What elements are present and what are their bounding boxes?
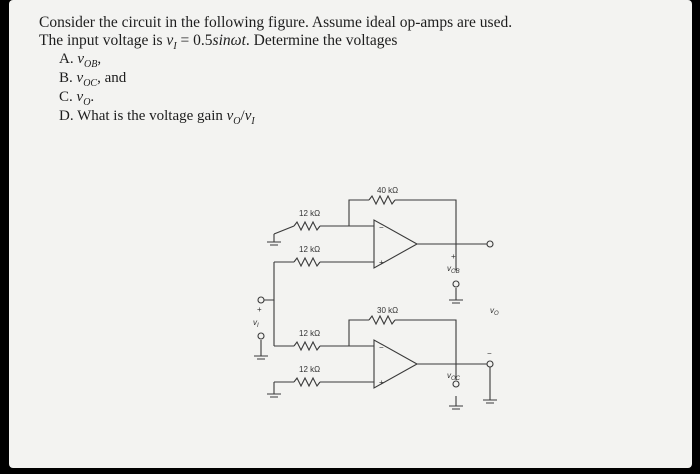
resistor-40k: [368, 194, 396, 206]
item-sub: OB: [84, 59, 98, 70]
vi-var: v: [253, 318, 258, 327]
vob-var: v: [447, 264, 452, 273]
opamp-bottom: [373, 339, 419, 389]
item-var: v: [76, 70, 84, 86]
vo-label: vO: [490, 306, 499, 317]
line2-sin: sinωt: [212, 32, 246, 49]
resistor-12k-bottom-inv: [293, 340, 321, 352]
label-12k-bottom-inv: 12 kΩ: [299, 329, 320, 338]
item-suffix: ,: [97, 51, 102, 67]
question-item-b: B. vOC, and: [59, 70, 126, 89]
bottom-inv-sign: −: [379, 343, 384, 352]
item-suffix: .: [90, 89, 95, 105]
wire-top-feedback-left: [348, 199, 369, 226]
item-marker: A.: [59, 51, 74, 67]
line2-var: v: [166, 32, 174, 49]
opamp-top: [373, 219, 419, 269]
line2-eq: = 0.5: [176, 32, 213, 49]
wire-top-feedback-right: [395, 199, 457, 244]
item-suffix: , and: [97, 70, 127, 86]
resistor-12k-bottom-noninv: [293, 376, 321, 388]
resistor-12k-top-inv: [293, 220, 321, 232]
terminal-voc: [452, 380, 460, 388]
circuit-diagram: 40 kΩ 12 kΩ 12 kΩ 30 kΩ 12 kΩ 12 kΩ − + …: [253, 186, 499, 410]
vo-minus: −: [487, 349, 492, 358]
ground-voc: [449, 396, 463, 410]
wire-input-bus-top: [264, 262, 275, 301]
resistor-30k: [368, 314, 396, 326]
line2-prefix: The input voltage is: [39, 32, 167, 49]
top-inv-sign: −: [379, 223, 384, 232]
item-var: v: [76, 89, 84, 105]
question-item-d: D. What is the voltage gain vO/vI: [59, 108, 255, 127]
vob-plus: +: [451, 252, 456, 261]
voc-var: v: [447, 371, 452, 380]
terminal-vi-minus: [257, 332, 265, 340]
vo-var: v: [490, 306, 495, 315]
terminal-top-out: [486, 240, 494, 248]
label-12k-top-inv: 12 kΩ: [299, 209, 320, 218]
item-slash: /: [240, 108, 245, 124]
resistor-12k-top-noninv: [293, 256, 321, 268]
vob-sub: OB: [451, 269, 460, 275]
problem-line-1: Consider the circuit in the following fi…: [39, 14, 513, 31]
problem-sheet: Consider the circuit in the following fi…: [9, 0, 692, 468]
terminal-bottom-out: [486, 360, 494, 368]
label-30k: 30 kΩ: [377, 306, 398, 315]
ground-output-right: [483, 367, 497, 404]
terminal-vi-plus: [257, 296, 265, 304]
vi-label: vI: [253, 318, 259, 329]
ground-top: [267, 234, 281, 246]
vi-plus: +: [257, 305, 262, 314]
item-sub: OC: [83, 78, 98, 89]
voc-label: vOC: [447, 371, 461, 382]
item-var: v: [226, 108, 234, 124]
item-marker: D.: [59, 108, 74, 124]
ground-vob: [449, 288, 463, 304]
ground-vi: [254, 340, 268, 360]
vob-label: vOB: [447, 264, 460, 275]
item-marker: B.: [59, 70, 73, 86]
question-item-c: C. vO.: [59, 89, 94, 108]
ground-bottom: [267, 382, 281, 398]
item-sub: O: [233, 116, 241, 127]
bottom-noninv-sign: +: [379, 378, 384, 387]
label-12k-bottom-noninv: 12 kΩ: [299, 365, 320, 374]
label-12k-top-noninv: 12 kΩ: [299, 245, 320, 254]
wire-bottom-feedback-left: [348, 319, 369, 346]
line2-sub: I: [173, 41, 177, 53]
vo-sub: O: [494, 311, 499, 317]
line2-suffix: . Determine the voltages: [245, 32, 398, 49]
item-text: What is the voltage gain: [77, 108, 227, 124]
terminal-vob: [452, 280, 460, 288]
label-40k: 40 kΩ: [377, 186, 398, 195]
top-noninv-sign: +: [379, 258, 384, 267]
item-var: v: [77, 51, 85, 67]
voc-sub: OC: [451, 376, 461, 382]
wire-top-inv-in: [273, 225, 295, 235]
item-sub-2: I: [251, 116, 255, 127]
item-var-2: v: [244, 108, 252, 124]
question-item-a: A. vOB,: [59, 51, 101, 70]
problem-line-2: The input voltage is vI = 0.5sinωt. Dete…: [39, 32, 397, 52]
item-sub: O: [83, 97, 91, 108]
vi-sub: I: [257, 323, 259, 329]
wire-bottom-feedback-right: [395, 319, 457, 364]
item-marker: C.: [59, 89, 73, 105]
